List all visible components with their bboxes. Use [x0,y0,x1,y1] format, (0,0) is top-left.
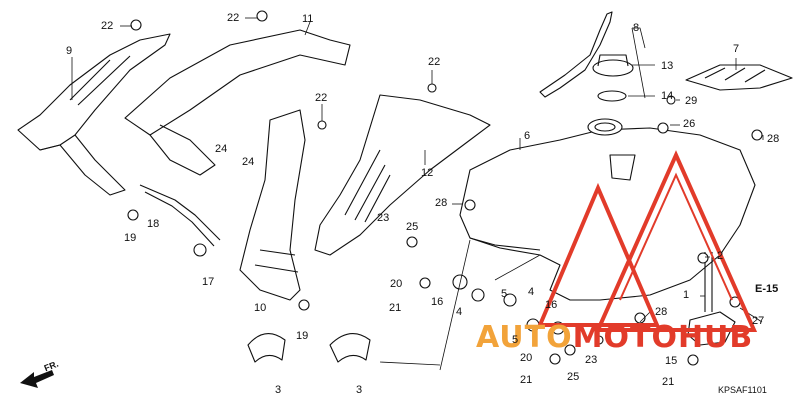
part-label-2: 2 [717,250,724,262]
part-label-23: 23 [377,212,390,224]
part-label-28: 28 [435,197,448,209]
part-label-5: 5 [512,334,519,346]
part-label-4: 4 [528,286,535,298]
part-label-29: 29 [685,95,698,107]
part-label-10: 10 [254,302,267,314]
part-label-27: 27 [752,315,765,327]
part-label-22: 22 [101,20,114,32]
part-label-21: 21 [662,376,675,388]
part-label-22: 22 [428,56,441,68]
watermark: AUTOMOTOHUB [476,320,753,355]
bracket [685,64,793,91]
part-label-3: 3 [356,384,363,396]
part-label-24: 24 [215,143,228,155]
rubber-band-right [329,333,371,363]
watermark-text-moto: MOTO [572,320,678,355]
watermark-triangle-right [594,150,758,332]
side-panel [314,94,491,256]
part-label-14: 14 [661,90,674,102]
part-label-4: 4 [456,306,463,318]
watermark-text-hub: HUB [677,320,754,355]
part-label-12: 12 [421,167,434,179]
part-label-5: 5 [501,288,508,300]
part-label-13: 13 [661,60,674,72]
part-label-22: 22 [315,92,328,104]
part-label-20: 20 [520,352,533,364]
part-label-25: 25 [406,221,419,233]
part-label-25: 25 [567,371,580,383]
part-label-16: 16 [545,299,558,311]
part-label-16: 16 [431,296,444,308]
part-label-20: 20 [390,278,403,290]
part-label-6: 6 [524,130,531,142]
hose [139,184,221,241]
rubber-band-left [247,333,286,363]
diagram-code: KPSAF1101 [718,385,767,395]
part-label-7: 7 [733,43,740,55]
part-label-19: 19 [124,232,137,244]
radiator-shroud [239,109,306,301]
part-label-17: 17 [202,276,215,288]
part-label-28: 28 [655,306,668,318]
part-label-3: 3 [275,384,282,396]
part-label-26: 26 [683,118,696,130]
part-label-19: 19 [296,330,309,342]
front-arrow-icon [20,370,54,388]
watermark-text-auto: AUTO [476,320,573,355]
part-label-1: 1 [683,289,690,301]
side-cover-upper [124,29,351,136]
breather-tube [539,11,613,98]
part-label-21: 21 [520,374,533,386]
part-label-21: 21 [389,302,402,314]
part-label-22: 22 [227,12,240,24]
part-label-9: 9 [66,45,73,57]
part-label-18: 18 [147,218,160,230]
part-label-15: 15 [665,355,678,367]
part-label-8: 8 [633,22,640,34]
part-label-24: 24 [242,156,255,168]
part-label-28: 28 [767,133,780,145]
reference-label: E-15 [755,283,779,295]
part-label-11: 11 [302,13,314,25]
part-label-23: 23 [585,354,598,366]
